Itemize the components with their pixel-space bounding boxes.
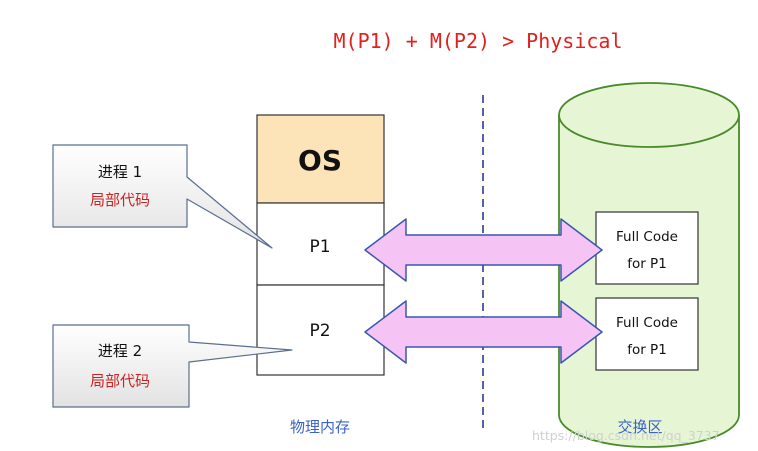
callout-2-title: 进程 2 — [98, 342, 142, 360]
callout-2-subtitle: 局部代码 — [90, 372, 150, 390]
code-box-2-line1: Full Code — [616, 315, 678, 331]
p2-block — [256, 284, 385, 376]
physical-memory-caption: 物理内存 — [290, 418, 350, 436]
callout-1-title: 进程 1 — [98, 163, 142, 181]
callout-process-2: 进程 2 局部代码 — [52, 324, 293, 408]
os-label: OS — [298, 144, 342, 177]
swap-arrow-p2 — [364, 300, 603, 364]
code-box-2-line2: for P1 — [627, 342, 667, 358]
physical-memory-stack: OS P1 P2 — [256, 114, 385, 376]
os-block — [256, 114, 385, 204]
p2-label: P2 — [309, 321, 330, 341]
callout-process-1: 进程 1 局部代码 — [52, 144, 273, 249]
code-box-1: Full Code for P1 — [595, 211, 699, 285]
diagram-title: M(P1) + M(P2) > Physical — [334, 29, 623, 53]
p1-label: P1 — [309, 237, 330, 257]
swap-caption: 交换区 — [617, 418, 662, 436]
callout-1-subtitle: 局部代码 — [90, 191, 150, 209]
code-box-1-line2: for P1 — [627, 256, 667, 272]
watermark: https://blog.csdn.net/qq_3737 — [532, 428, 720, 443]
p1-block — [256, 202, 385, 286]
code-box-1-line1: Full Code — [616, 229, 678, 245]
code-box-2: Full Code for P1 — [595, 297, 699, 371]
swap-arrow-p1 — [364, 218, 603, 282]
